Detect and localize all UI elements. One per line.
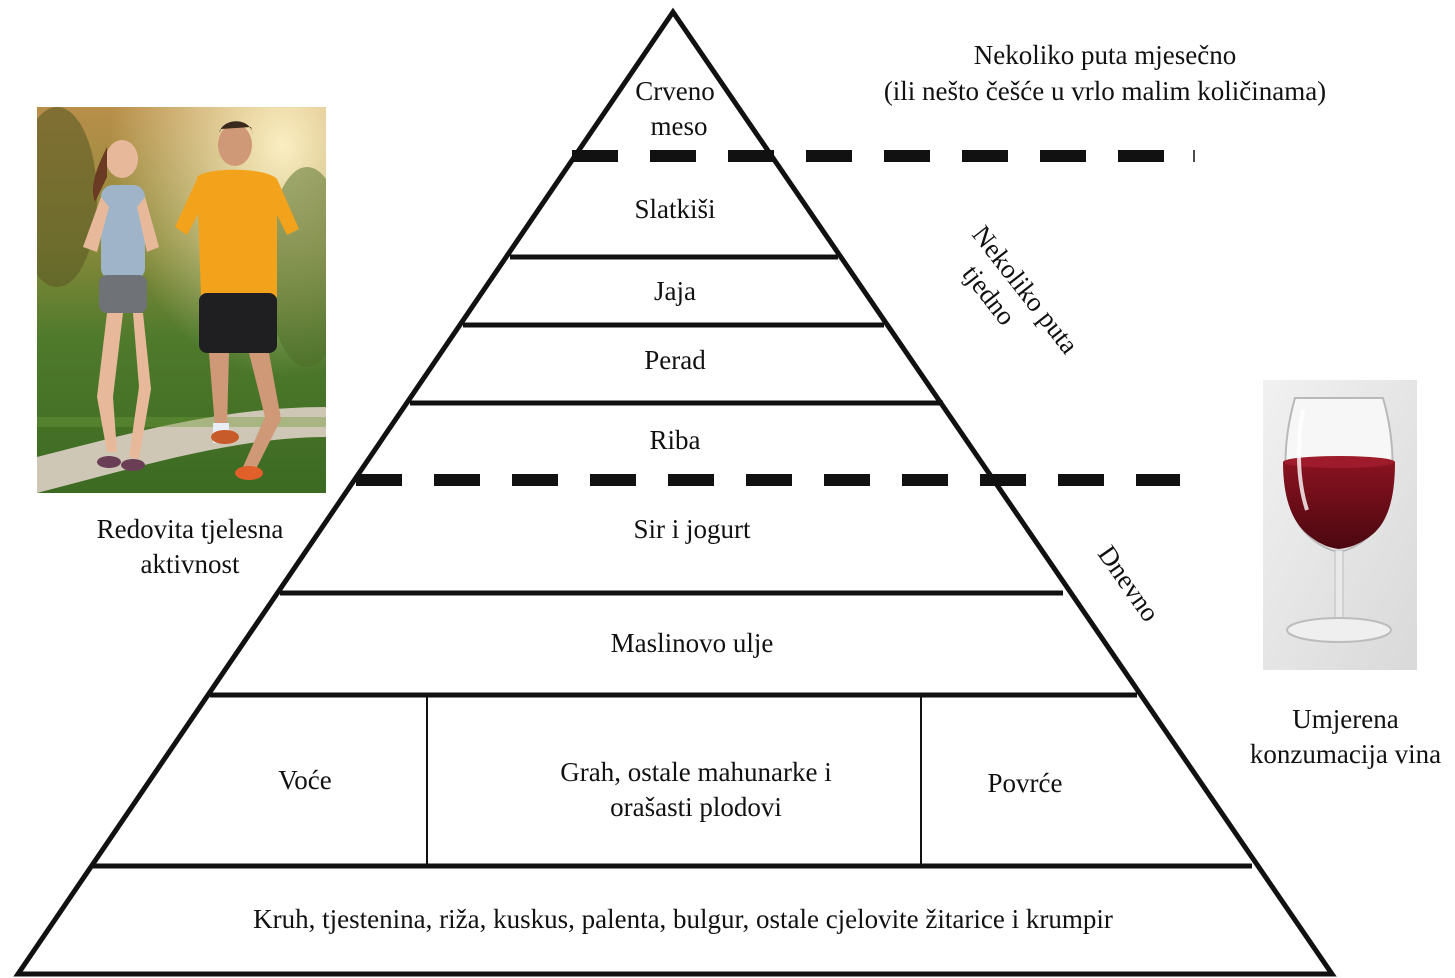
weekly-label: Nekoliko puta tjedno: [956, 220, 1084, 360]
label-riba: Riba: [650, 425, 701, 455]
activity-caption: Redovita tjelesna aktivnost: [60, 512, 320, 582]
label-base-grains: Kruh, tjestenina, riža, kuskus, palenta,…: [253, 904, 1113, 934]
label-perad: Perad: [644, 345, 706, 375]
wine-caption-line2: konzumacija vina: [1249, 739, 1442, 769]
monthly-label-line1: Nekoliko puta mjesečno: [974, 40, 1236, 70]
pyramid-outline: [13, 7, 1337, 977]
label-voce: Voće: [278, 765, 332, 795]
woman-runner: [83, 140, 159, 471]
activity-caption-line2: aktivnost: [140, 549, 240, 579]
monthly-label-line2: (ili nešto češće u vrlo malim količinama…: [884, 76, 1326, 106]
daily-label: Dnevno: [1092, 540, 1166, 627]
label-sir-i-jogurt: Sir i jogurt: [633, 514, 751, 544]
label-maslinovo-ulje: Maslinovo ulje: [611, 628, 774, 658]
wine-caption: Umjerena konzumacija vina: [1236, 702, 1455, 772]
daily-label-text: Dnevno: [1092, 540, 1166, 627]
label-grah-line1: Grah, ostale mahunarke i: [560, 757, 831, 787]
runners-photo: [37, 107, 326, 493]
wine-glass-photo: [1263, 380, 1417, 670]
activity-caption-line1: Redovita tjelesna: [96, 514, 284, 544]
wine-caption-line1: Umjerena: [1292, 704, 1399, 734]
label-meso: meso: [651, 111, 708, 141]
label-grah-line2: orašasti plodovi: [610, 792, 782, 822]
label-crveno: Crveno: [635, 76, 714, 106]
label-povrce: Povrće: [988, 768, 1063, 798]
man-runner: [175, 121, 299, 480]
label-jaja: Jaja: [654, 276, 696, 306]
label-slatkisi: Slatkiši: [634, 194, 715, 224]
